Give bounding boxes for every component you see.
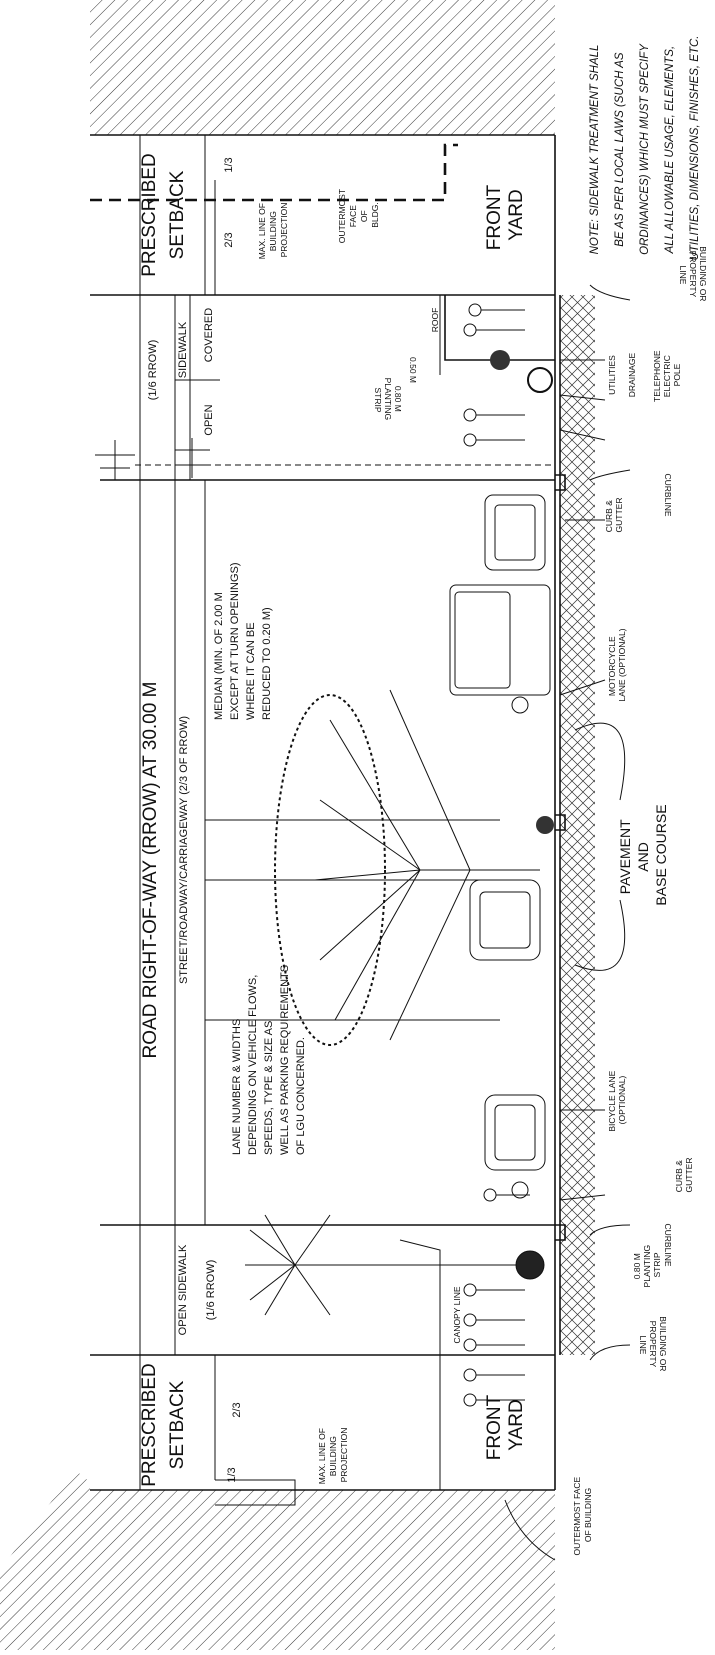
bottom-sidewalk-fraction: (1/6 RROW) [205,1260,217,1321]
top-setback-frac-top: 1/3 [223,157,235,172]
building-bottom-hatch [0,1470,555,1650]
bicycle-lane: BICYCLE LANE (OPTIONAL) [607,1068,627,1131]
median-shrub [536,816,554,834]
top-pole: TELEPHONE ELECTRIC POLE [652,348,682,402]
top-sidewalk-fraction: (1/6 RROW) [147,340,159,401]
bottom-open-sidewalk: OPEN SIDEWALK [177,1244,189,1335]
top-front-yard: FRONT YARD [484,180,527,250]
sidewalk-treatment-note: NOTE: SIDEWALK TREATMENT SHALL BE AS PER… [589,36,701,261]
top-sidewalk-label: SIDEWALK [177,321,189,378]
vehicles [449,494,551,1199]
top-sidewalk-covered: COVERED [203,308,215,362]
top-setback-frac-bottom: 2/3 [223,232,235,247]
roof-canopy-top [444,295,555,361]
pedestrians-bottom [463,1188,530,1407]
bottom-property-line: BUILDING OR PROPERTY LINE [638,1316,668,1374]
carriageway-label: STREET/ROADWAY/CARRIAGEWAY (2/3 OF RROW) [178,716,190,984]
bottom-setback-frac-top: 2/3 [231,1402,243,1417]
curbs [555,474,566,1241]
bottom-outermost-face: OUTERMOST FACE OF BUILDING [572,1474,593,1555]
dimension-lines [139,135,555,1490]
bottom-curbline: CURBLINE [663,1224,673,1267]
bottom-canopy-line: CANOPY LINE [452,1286,462,1343]
canopy-line-bottom [399,1239,441,1490]
palm-tree [245,1214,545,1316]
motorcycle-lane: MOTORCYCLE LANE (OPTIONAL) [607,628,627,701]
bottom-max-line: MAX. LINE OF BUILDING PROJECTION [317,1426,349,1485]
top-utilities: UTILITIES [607,355,617,395]
top-curbline: CURBLINE [663,474,673,517]
lanes-text: LANE NUMBER & WIDTHS DEPENDING ON VEHICL… [231,962,307,1155]
bottom-setback-line2: SETBACK [167,1380,188,1469]
top-setback-line2: SETBACK [167,170,188,259]
diagram-title: ROAD RIGHT-OF-WAY (RROW) AT 30.00 M [140,682,161,1059]
planting-top [490,350,510,370]
median-tree [274,689,540,1046]
bottom-setback-line1: PRESCRIBED [139,1363,160,1487]
top-planting-strip: 0.80 M PLANTING STRIP [373,378,403,423]
max-projection-box-bottom [215,1479,296,1506]
top-dim-050: 0.50 M [408,357,418,383]
top-outermost-face: OUTERMOST FACE OF BLDG. [337,187,380,244]
bottom-setback-frac-bottom: 1/3 [226,1467,238,1482]
top-max-line: MAX. LINE OF BUILDING PROJECTION [257,201,289,260]
building-top-hatch [90,0,555,135]
median-text: MEDIAN (MIN. OF 2.00 M EXCEPT AT TURN OP… [213,559,273,720]
bottom-front-yard: FRONT YARD [484,1390,527,1460]
bottom-planting-strip: 0.80 M PLANTING STRIP [632,1243,662,1288]
utility-pipe [527,367,553,393]
top-drainage: DRAINAGE [627,352,637,397]
curb-gutter-bottom: CURB & GUTTER [674,1158,694,1193]
building-projection-dash-top [90,143,458,202]
top-roof-label: ROOF [430,308,440,333]
top-property-line: BUILDING OR PROPERTY LINE [678,246,708,304]
top-setback-line1: PRESCRIBED [139,153,160,277]
pavement-label: PAVEMENT AND BASE COURSE [617,804,669,905]
pole-cross-marks [95,438,555,480]
curb-gutter-top: CURB & GUTTER [604,498,624,533]
leader-lines [504,284,631,1561]
top-sidewalk-open: OPEN [203,404,215,435]
pedestrians-top [463,303,525,447]
base-course-hatch [560,295,595,1355]
